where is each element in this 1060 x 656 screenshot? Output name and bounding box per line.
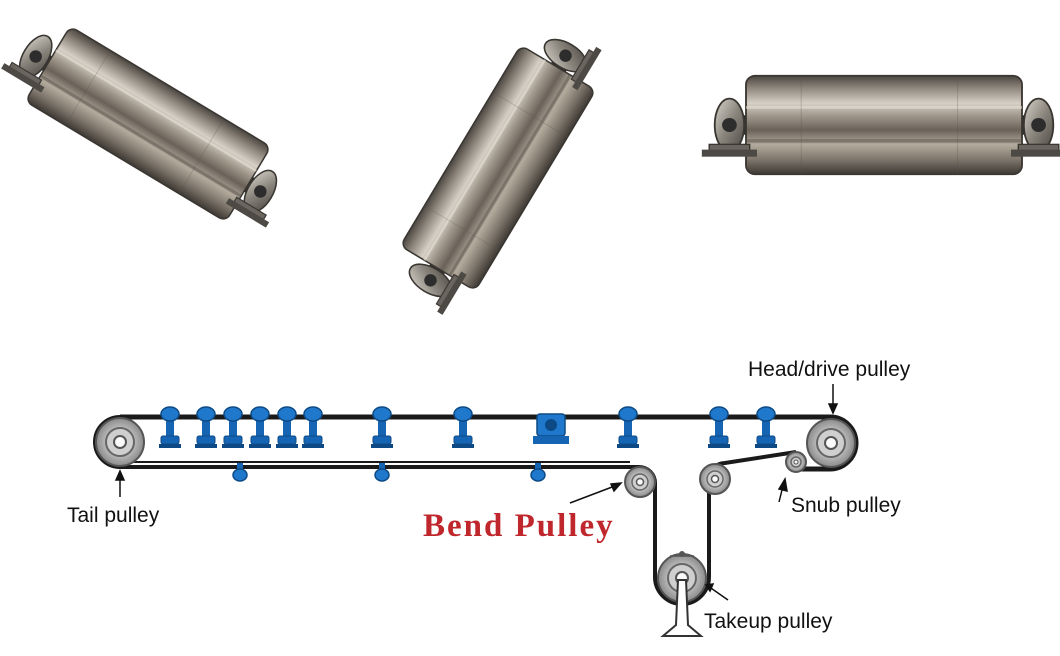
bend-pulley-right bbox=[699, 463, 731, 495]
head-drive-pulley-label: Head/drive pulley bbox=[748, 358, 911, 381]
tail-pulley-label: Tail pulley bbox=[67, 504, 160, 527]
conveyor-diagram: Head/drive pulley Tail pulley Bend Pulle… bbox=[67, 358, 911, 637]
bend-pulley-label: Bend Pulley bbox=[423, 508, 615, 544]
pulley-photo-tilted-right bbox=[379, 11, 617, 325]
head-drive-pulley bbox=[806, 418, 856, 468]
drive-unit bbox=[533, 413, 569, 444]
tail-pulley bbox=[95, 417, 145, 467]
takeup-pulley-label: Takeup pulley bbox=[704, 610, 833, 633]
takeup-frame bbox=[660, 551, 704, 637]
bend-pulley-left bbox=[624, 466, 656, 498]
pulley-photo-tilted-left bbox=[0, 5, 305, 243]
pulley-photo-horizontal bbox=[700, 73, 1060, 177]
carrying-idlers bbox=[158, 406, 778, 449]
conveyor-belt bbox=[120, 414, 859, 472]
snub-pulley bbox=[785, 451, 807, 473]
snub-pulley-label: Snub pulley bbox=[791, 494, 901, 517]
